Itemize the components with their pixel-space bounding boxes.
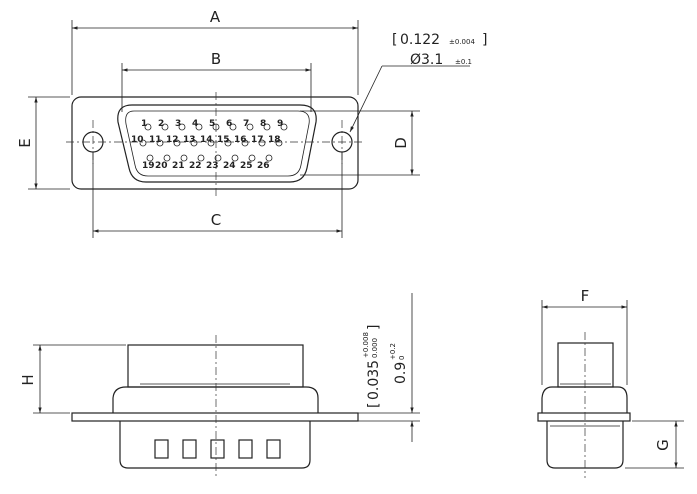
dim-c-label: C bbox=[211, 211, 221, 229]
pin-label: 16 bbox=[234, 135, 247, 145]
dim-e: E bbox=[16, 96, 70, 190]
front-dshell-inner bbox=[125, 110, 310, 177]
side-top-shell bbox=[127, 344, 304, 388]
dim-a-label: A bbox=[210, 8, 221, 26]
dim-d: D bbox=[300, 110, 420, 176]
pin-label: 17 bbox=[251, 135, 264, 145]
front-dshell-outer bbox=[117, 104, 317, 183]
pin-label: 20 bbox=[155, 161, 168, 171]
pin-label: 25 bbox=[240, 161, 253, 171]
thickness-inch-tol-minus: 0.000 bbox=[371, 338, 379, 358]
pin-label: 10 bbox=[131, 135, 144, 145]
thickness-mm-value: 0.9 bbox=[393, 362, 409, 384]
pin-label: 24 bbox=[223, 161, 236, 171]
pin-row-2: 10 11 12 13 14 15 16 17 18 bbox=[131, 135, 283, 147]
pin-label: 26 bbox=[257, 161, 270, 171]
dim-g: G bbox=[625, 420, 684, 469]
dim-e-label: E bbox=[16, 138, 34, 147]
pin-label: 3 bbox=[175, 119, 181, 129]
dim-f: F bbox=[541, 287, 628, 385]
side-housing bbox=[112, 386, 319, 413]
dim-g-label: G bbox=[654, 439, 672, 451]
pin-label: 22 bbox=[189, 161, 202, 171]
side-flange bbox=[71, 412, 359, 422]
pin-label: 6 bbox=[226, 119, 232, 129]
dim-thickness: [ 0.035 +0.008 0.000 ] 0.9 +0.2 0 bbox=[358, 293, 420, 442]
side-contact-windows bbox=[154, 439, 281, 459]
pin-label: 5 bbox=[209, 119, 215, 129]
thickness-inch-value: 0.035 bbox=[366, 360, 382, 400]
end-flange bbox=[537, 412, 631, 422]
dim-b-label: B bbox=[211, 50, 221, 68]
pin-label: 11 bbox=[149, 135, 162, 145]
hole-inch-tol: ±0.004 bbox=[449, 38, 475, 46]
hole-mm-value: Ø3.1 bbox=[410, 52, 443, 68]
pin-label: 15 bbox=[217, 135, 230, 145]
dim-c: C bbox=[92, 152, 343, 238]
thickness-inch-tol-plus: +0.008 bbox=[362, 332, 370, 358]
pin-label: 18 bbox=[268, 135, 281, 145]
thickness-inch-bracket: [ bbox=[366, 403, 382, 408]
dim-a: A bbox=[71, 8, 359, 95]
hole-inch-value: 0.122 bbox=[400, 32, 440, 48]
pin-label: 4 bbox=[192, 119, 198, 129]
end-top-shell bbox=[557, 342, 614, 388]
dim-h-label: H bbox=[19, 374, 37, 385]
pin-row-3: 19 20 21 22 23 24 25 26 bbox=[142, 154, 273, 171]
pin-label: 9 bbox=[277, 119, 283, 129]
dim-d-label: D bbox=[392, 137, 410, 149]
pin-label: 19 bbox=[142, 161, 155, 171]
pin-label: 7 bbox=[243, 119, 249, 129]
end-view: F G bbox=[537, 287, 684, 478]
end-housing bbox=[541, 386, 628, 413]
dim-h: H bbox=[19, 344, 126, 414]
front-flange bbox=[71, 96, 359, 190]
pin-label: 2 bbox=[158, 119, 164, 129]
side-bottom-body bbox=[119, 421, 311, 469]
pin-label: 23 bbox=[206, 161, 219, 171]
pin-label: 8 bbox=[260, 119, 266, 129]
hole-mm-tol: ±0.1 bbox=[455, 58, 472, 66]
pin-label: 1 bbox=[141, 119, 147, 129]
pin-array: 1 2 3 4 5 6 7 8 9 10 11 12 13 14 15 16 bbox=[131, 119, 288, 171]
pin-label: 13 bbox=[183, 135, 196, 145]
pin-row-1: 1 2 3 4 5 6 7 8 9 bbox=[141, 119, 288, 131]
thickness-mm-tol-minus: 0 bbox=[398, 356, 406, 360]
hole-callout: [ 0.122 ±0.004 ] Ø3.1 ±0.1 bbox=[349, 32, 487, 133]
front-view: 1 2 3 4 5 6 7 8 9 10 11 12 13 14 15 16 bbox=[16, 8, 487, 238]
pin-label: 21 bbox=[172, 161, 185, 171]
thickness-mm-tol-plus: +0.2 bbox=[389, 343, 397, 360]
pin-label: 14 bbox=[200, 135, 213, 145]
side-view: H [ 0.035 +0.008 0.000 ] 0.9 +0.2 0 bbox=[19, 293, 420, 478]
pin-label: 12 bbox=[166, 135, 179, 145]
dim-b: B bbox=[121, 50, 312, 112]
dim-f-label: F bbox=[581, 287, 590, 305]
hole-inch-bracket: [ bbox=[392, 32, 397, 48]
hole-inch-bracket-close: ] bbox=[482, 32, 487, 48]
thickness-inch-bracket-close: ] bbox=[366, 325, 382, 330]
